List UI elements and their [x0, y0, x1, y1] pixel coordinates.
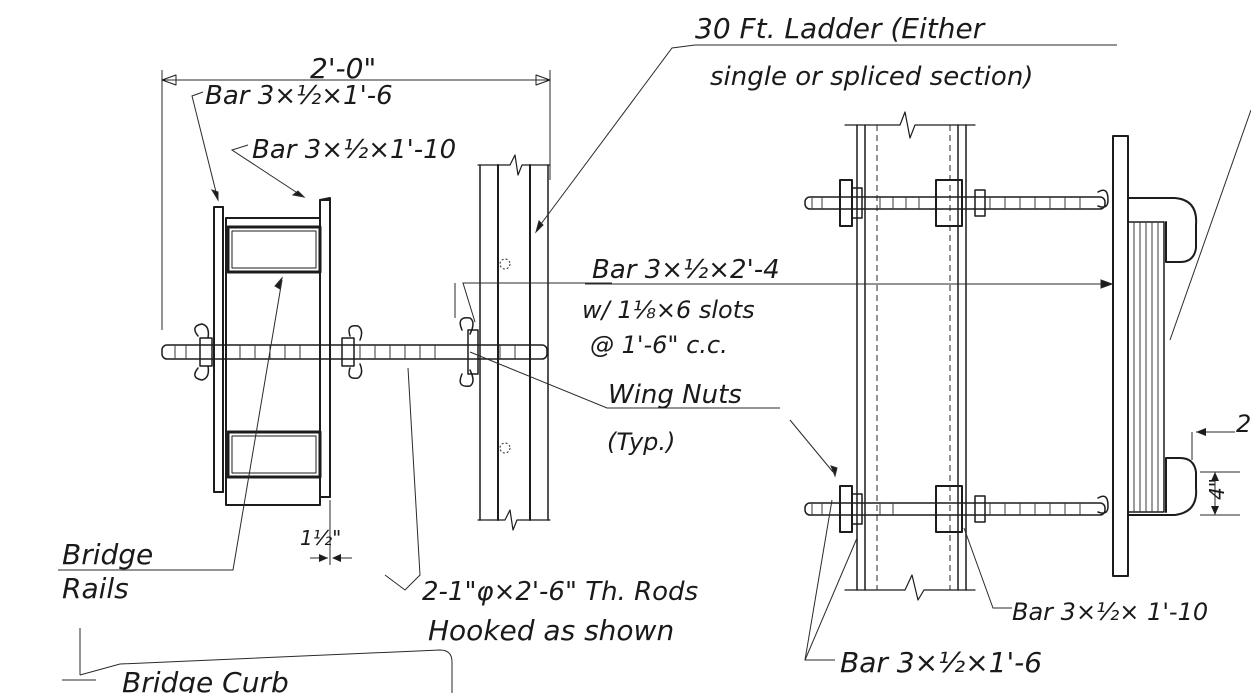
right-elevation [804, 111, 1240, 601]
rods-label-line2: Hooked as shown [428, 614, 674, 647]
ladder-label-line1: 30 Ft. Ladder (Either [695, 12, 986, 45]
left-elevation [161, 70, 551, 565]
bar-1-10-top-label: Bar 3×½×1'-10 [252, 135, 456, 165]
bar-1-10-bottom-label: Bar 3×½× 1'-10 [1012, 598, 1208, 626]
leader-lines [58, 44, 1251, 693]
dim-two-partial-label: 2 [1236, 410, 1251, 438]
wing-nuts-label-line2: (Typ.) [607, 428, 675, 456]
slot-bar-label-line1: Bar 3×½×2'-4 [592, 255, 780, 285]
dim-one-half-label: 1½" [300, 526, 341, 550]
bar-1-6-top-label: Bar 3×½×1'-6 [205, 81, 393, 111]
slot-bar-label-line2: w/ 1⅛×6 slots [582, 296, 755, 324]
slot-bar-label-line3: @ 1'-6" c.c. [590, 331, 728, 359]
dim-four-label: 4" [1205, 478, 1229, 500]
dim-width-label: 2'-0" [310, 52, 376, 85]
bridge-curb-label: Bridge Curb [122, 666, 289, 693]
bridge-rails-label-line2: Rails [62, 572, 129, 605]
wing-nuts-label-line1: Wing Nuts [608, 380, 742, 410]
ladder-label-line2: single or spliced section) [710, 62, 1033, 92]
bridge-rails-label-line1: Bridge [62, 538, 153, 571]
bar-1-6-bottom-label: Bar 3×½×1'-6 [840, 646, 1042, 679]
rods-label-line1: 2-1"φ×2'-6" Th. Rods [422, 577, 698, 607]
